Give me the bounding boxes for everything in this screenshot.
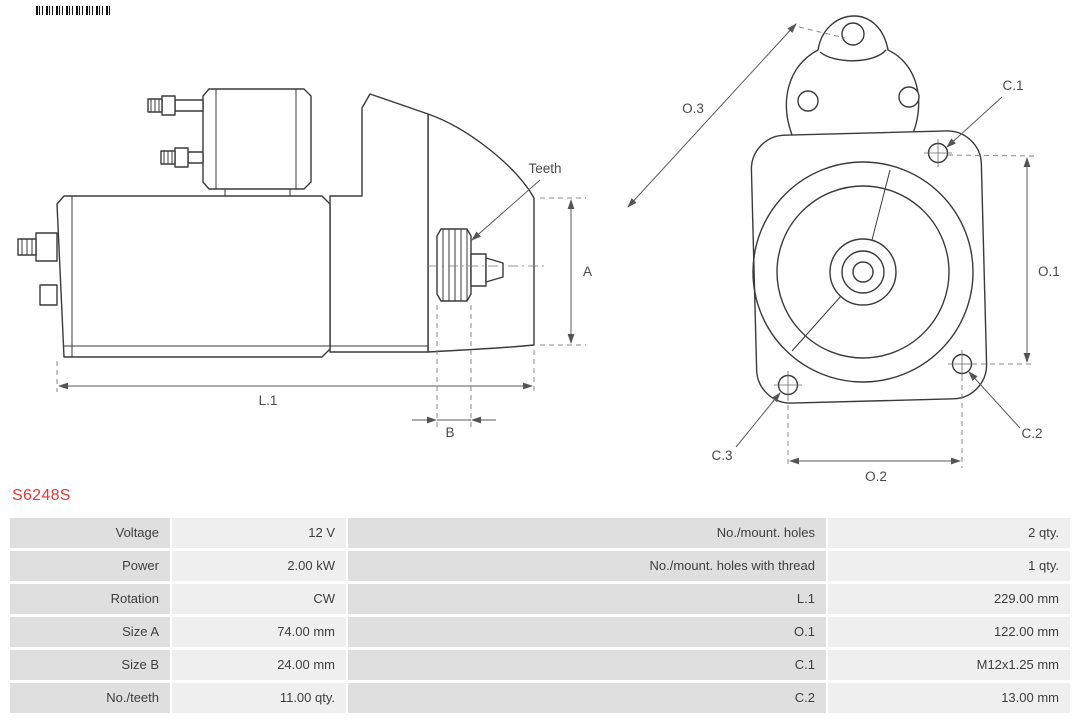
spec-value: 2 qty. xyxy=(828,518,1070,548)
spec-label: L.1 xyxy=(348,584,826,614)
dim-label-a: A xyxy=(583,264,592,279)
spec-label: No./teeth xyxy=(10,683,170,713)
dim-label-b: B xyxy=(445,425,454,440)
dim-label-o2: O.2 xyxy=(865,469,887,484)
spec-label: C.1 xyxy=(348,650,826,680)
technical-diagram: Teeth A L.1 B xyxy=(17,15,1060,484)
spec-label: C.2 xyxy=(348,683,826,713)
dim-label-o3: O.3 xyxy=(682,101,704,116)
spec-value: 24.00 mm xyxy=(172,650,346,680)
spec-label: No./mount. holes xyxy=(348,518,826,548)
barcode xyxy=(36,6,112,15)
dim-label-l1: L.1 xyxy=(259,393,278,408)
spec-value: M12x1.25 mm xyxy=(828,650,1070,680)
spec-label: No./mount. holes with thread xyxy=(348,551,826,581)
spec-value: 12 V xyxy=(172,518,346,548)
dim-label-c1: C.1 xyxy=(1002,78,1023,93)
spec-label: Size B xyxy=(10,650,170,680)
spec-label: Voltage xyxy=(10,518,170,548)
dim-label-c2: C.2 xyxy=(1021,426,1042,441)
side-view-drawing xyxy=(17,88,548,358)
dim-label-c3: C.3 xyxy=(711,448,732,463)
front-view-dimensions: O.3 C.1 O.1 O.2 C.3 C.2 xyxy=(627,23,1060,484)
spec-value: CW xyxy=(172,584,346,614)
dim-label-teeth: Teeth xyxy=(528,161,561,176)
spec-value: 122.00 mm xyxy=(828,617,1070,647)
spec-label: Size A xyxy=(10,617,170,647)
spec-table: Voltage 12 V No./mount. holes 2 qty. Pow… xyxy=(10,518,1070,713)
spec-value: 2.00 kW xyxy=(172,551,346,581)
front-view-drawing xyxy=(750,15,988,404)
spec-value: 13.00 mm xyxy=(828,683,1070,713)
spec-label: Rotation xyxy=(10,584,170,614)
spec-value: 229.00 mm xyxy=(828,584,1070,614)
spec-value: 74.00 mm xyxy=(172,617,346,647)
dim-label-o1: O.1 xyxy=(1038,264,1060,279)
spec-value: 1 qty. xyxy=(828,551,1070,581)
spec-label: O.1 xyxy=(348,617,826,647)
spec-label: Power xyxy=(10,551,170,581)
spec-value: 11.00 qty. xyxy=(172,683,346,713)
side-view-dimensions: Teeth A L.1 B xyxy=(56,161,592,440)
part-number: S6248S xyxy=(12,487,71,504)
